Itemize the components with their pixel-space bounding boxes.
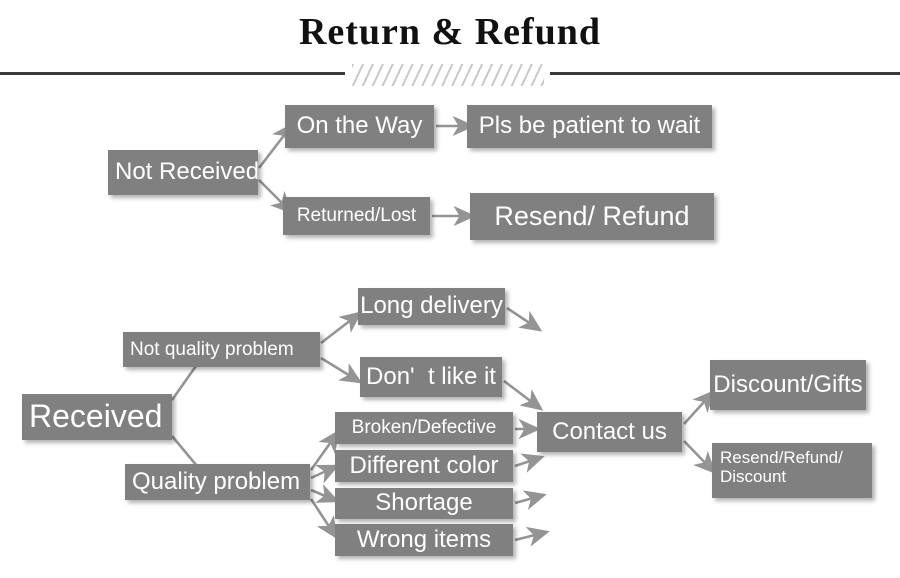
edge-long-delivery-to-contact-us	[506, 306, 543, 332]
node-different-color[interactable]: Different color	[335, 450, 513, 482]
node-resend-refund[interactable]: Resend/ Refund	[470, 193, 714, 240]
hatched-divider-icon	[352, 64, 544, 86]
edge-quality-to-broken-defective	[309, 429, 340, 471]
edge-quality-to-wrong-items	[309, 498, 338, 540]
node-not-received[interactable]: Not Received	[108, 150, 258, 195]
edge-not-quality-to-long-delivery	[320, 311, 363, 345]
node-received[interactable]: Received	[22, 394, 172, 440]
edge-not-quality-to-dont-like-it	[320, 356, 363, 384]
divider-line-left	[0, 72, 345, 75]
page-title: Return & Refund	[298, 11, 602, 53]
edge-shortage-to-contact-us	[514, 490, 547, 510]
node-pls-be-patient[interactable]: Pls be patient to wait	[467, 105, 712, 148]
edge-quality-to-shortage	[310, 484, 340, 503]
node-contact-us[interactable]: Contact us	[537, 412, 682, 452]
node-long-delivery[interactable]: Long delivery	[358, 288, 505, 325]
node-not-quality-problem[interactable]: Not quality problem	[123, 332, 320, 367]
node-shortage[interactable]: Shortage	[335, 488, 513, 519]
edge-received-to-not-quality	[170, 365, 198, 401]
node-broken-defective[interactable]: Broken/Defective	[335, 412, 513, 444]
node-resend-refund-discount[interactable]: Resend/Refund/ Discount	[712, 443, 872, 498]
node-wrong-items[interactable]: Wrong items	[335, 524, 513, 556]
edge-quality-to-different-color	[310, 464, 340, 484]
node-quality-problem[interactable]: Quality problem	[125, 464, 310, 500]
edge-wrong-items-to-contact-us	[514, 526, 550, 547]
edge-contact-us-to-resend-refund-discount	[683, 440, 716, 475]
edge-dont-like-it-to-contact-us	[503, 379, 544, 411]
edge-received-to-quality	[171, 435, 198, 467]
edge-contact-us-to-discount-gifts	[683, 389, 715, 425]
node-discount-gifts[interactable]: Discount/Gifts	[710, 360, 866, 410]
divider-line-right	[550, 72, 900, 75]
node-dont-like-it[interactable]: Don' t like it	[360, 357, 502, 397]
node-on-the-way[interactable]: On the Way	[285, 105, 434, 148]
header-divider	[0, 64, 900, 86]
node-returned-lost[interactable]: Returned/Lost	[283, 197, 430, 235]
edge-different-color-to-contact-us	[514, 453, 545, 473]
